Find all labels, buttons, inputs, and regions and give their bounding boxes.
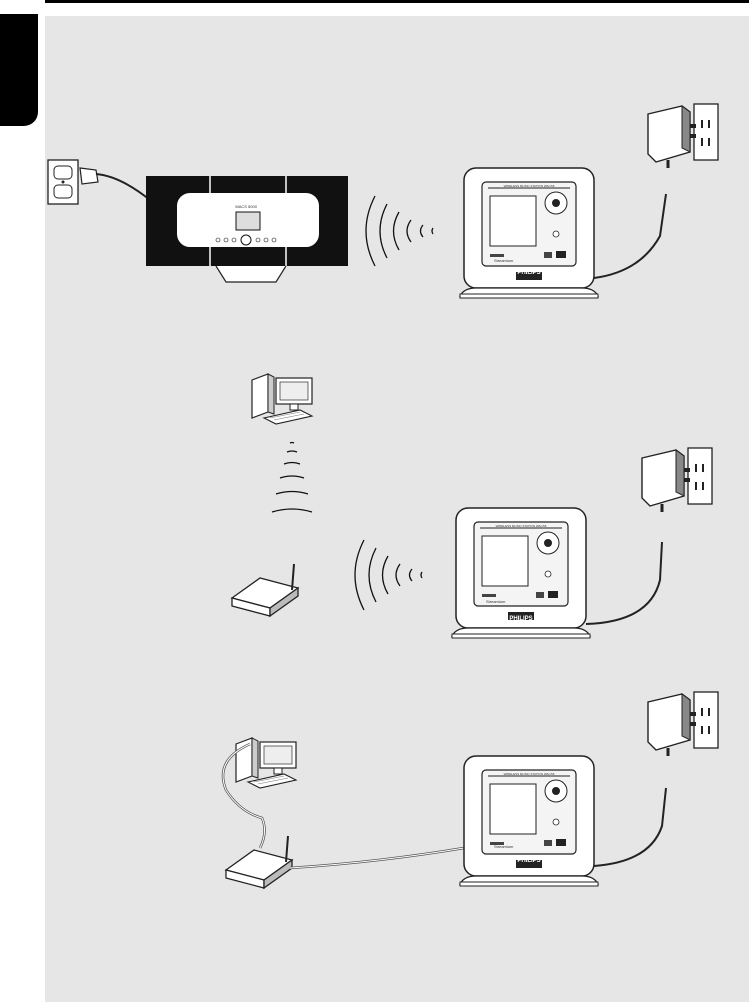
computer-icon xyxy=(252,374,312,424)
router-icon xyxy=(232,564,298,616)
scene-wired-pc: PHILIPS Streamium WIRELESS MUSIC STATION… xyxy=(223,692,718,888)
power-cable xyxy=(594,788,666,866)
power-cable xyxy=(594,194,666,278)
station-top-label: WIRELESS MUSIC STATION WACS5 xyxy=(496,524,547,528)
wifi-waves-icon xyxy=(355,540,422,610)
power-adapter-icon xyxy=(648,104,718,168)
ethernet-cable-icon xyxy=(290,848,464,868)
wifi-waves-icon xyxy=(272,443,312,513)
station-top-label: WIRELESS MUSIC STATION WACS5 xyxy=(504,184,555,188)
music-center-device: WACS 5000 xyxy=(146,176,348,282)
station-tag-label: Streamium xyxy=(486,599,506,604)
station-unit-1: PHILIPS Streamium WIRELESS MUSIC STATION… xyxy=(460,168,598,298)
center-display-label: WACS 5000 xyxy=(235,204,258,209)
station-unit-2: PHILIPS Streamium WIRELESS MUSIC STATION… xyxy=(452,508,590,638)
power-adapter-icon xyxy=(648,692,718,756)
station-top-label: WIRELESS MUSIC STATION WACS5 xyxy=(504,772,555,776)
scene-wireless-pc: PHILIPS Streamium WIRELESS MUSIC STATION… xyxy=(232,374,712,638)
station-tag-label: Streamium xyxy=(494,258,514,263)
wall-outlet-icon xyxy=(48,160,78,204)
power-cable xyxy=(586,542,662,624)
station-unit-3: PHILIPS Streamium WIRELESS MUSIC STATION… xyxy=(460,756,598,886)
power-adapter-icon xyxy=(642,448,712,512)
station-brand-label: PHILIPS xyxy=(509,616,532,622)
scene-center-to-station: WACS 5000 PHILIPS Streamium WIRELESS MUS… xyxy=(48,104,718,298)
power-plug-icon xyxy=(80,168,150,200)
router-icon xyxy=(226,836,292,888)
station-brand-label: PHILIPS xyxy=(517,858,540,864)
station-brand-label: PHILIPS xyxy=(517,270,540,276)
wifi-waves-icon xyxy=(366,196,433,266)
station-tag-label: Streamium xyxy=(494,844,514,849)
